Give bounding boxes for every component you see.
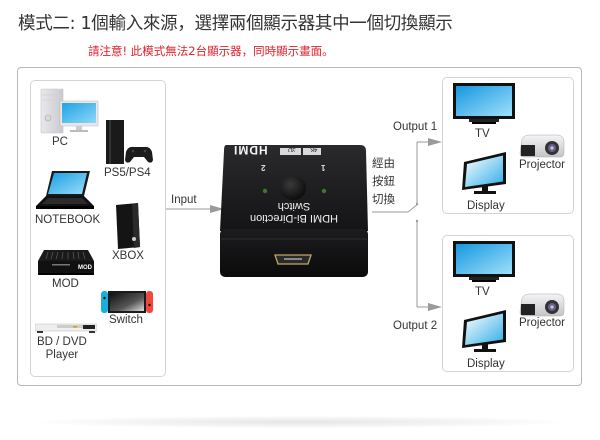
output-2-device-tv: TV (475, 286, 490, 298)
output-1-device-tv: TV (475, 128, 490, 140)
source-label-ps5-ps4: PS5/PS4 (104, 167, 151, 179)
tv-icon (453, 83, 515, 124)
display-monitor-icon (462, 152, 506, 194)
switch-label-line3: 切換 (372, 192, 395, 206)
projector-icon (519, 293, 565, 317)
device-brand-logo: HDMI (233, 143, 268, 157)
output-2-label: Output 2 (393, 320, 438, 332)
device-select-button[interactable] (280, 176, 306, 200)
output-1-label: Output 1 (393, 121, 438, 133)
laptop-icon (36, 171, 94, 209)
device-name-line2: Switch (277, 200, 311, 212)
output-switch-arrows (372, 138, 442, 311)
mod-badge: MOD (78, 265, 92, 271)
source-label-notebook: NOTEBOOK (35, 214, 101, 226)
diagram-frame (17, 67, 582, 386)
device-name-line1: HDMI Bi-Direction (250, 212, 339, 224)
switch-via-button-label: 經由 按鈕 切換 (372, 154, 395, 208)
input-arrow (166, 205, 224, 213)
hdmi-switch-device (220, 145, 368, 277)
disc-player-icon (35, 323, 97, 333)
output-2-device-projector: Projector (519, 317, 566, 329)
device-port-2-label: 2 (261, 163, 266, 172)
display-monitor-icon (462, 310, 506, 352)
input-label: Input (171, 194, 197, 206)
bottom-shadow (40, 416, 560, 428)
xbox-console-icon (116, 203, 140, 249)
game-console-icon (106, 120, 153, 164)
source-label-mod: MOD (52, 278, 79, 290)
switch-label-line2: 按鈕 (372, 174, 395, 188)
source-label-pc: PC (52, 136, 68, 148)
page-title: 模式二: 1個輸入來源，選擇兩個顯示器其中一個切換顯示 (18, 14, 453, 34)
device-badge-3d: 3D (288, 146, 296, 152)
desktop-pc-icon (40, 88, 99, 134)
output-1-device-projector: Projector (519, 159, 566, 171)
output-2-device-display: Display (467, 358, 505, 370)
warning-notice: 請注意! 此模式無法2台顯示器，同時顯示畫面。 (88, 44, 334, 58)
source-label-bd-dvd-line1: BD / DVD (37, 336, 87, 348)
source-label-xbox: XBOX (112, 250, 144, 262)
output-1-device-display: Display (467, 200, 505, 212)
source-label-bd-dvd-line2: Player (45, 349, 79, 361)
device-port-1-label: 1 (321, 163, 326, 172)
device-badge-4k: 4K (310, 146, 318, 152)
set-top-box-icon (38, 250, 94, 275)
source-label-switch: Switch (109, 314, 143, 326)
device-name-label: HDMI Bi-Direction Switch (222, 200, 366, 224)
projector-icon (519, 134, 565, 158)
switch-label-line1: 經由 (372, 156, 395, 170)
source-label-bd-dvd: BD / DVD Player (37, 336, 87, 362)
nintendo-switch-icon (101, 291, 153, 313)
tv-icon (453, 241, 515, 282)
